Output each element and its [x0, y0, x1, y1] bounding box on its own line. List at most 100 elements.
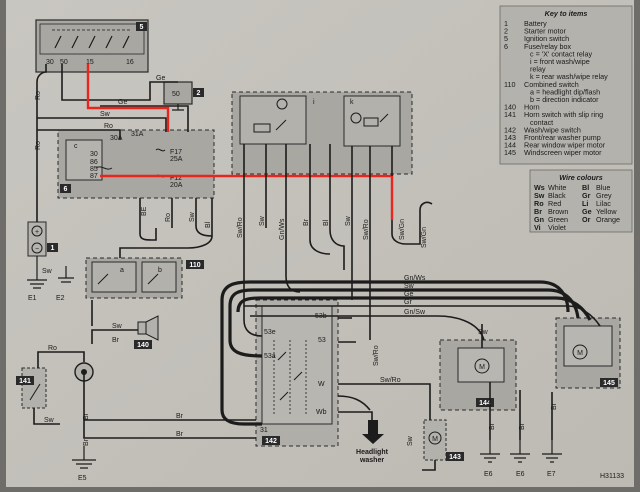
ground-e7: E7	[542, 440, 562, 478]
starter-motor: 2 50	[163, 81, 204, 111]
wl-ge-starter: Ge	[156, 75, 165, 82]
wl-br-144b: Br	[519, 422, 526, 430]
fuse-f12-rating: 20A	[170, 182, 183, 189]
wire-colour-code: Gr	[582, 191, 591, 200]
wl-sw-bus: Sw	[404, 283, 415, 290]
wl-br-horn: Br	[112, 337, 120, 344]
wire-colour-code: Ws	[534, 183, 545, 192]
relay-31a-label: 31A	[131, 131, 144, 138]
term-wb: Wb	[316, 409, 327, 416]
key-item-text: Fuse/relay box	[524, 42, 572, 51]
wl-sw-143: Sw	[407, 435, 414, 446]
headlight-washer: Headlight washer	[356, 420, 389, 464]
rear-wiper-motor: M 144	[439, 339, 517, 411]
wl-bl-87: Bl	[205, 221, 212, 228]
relay-c-label: c	[74, 143, 78, 150]
key-item-text: Combined switch	[524, 80, 579, 89]
wl-ge: Ge	[118, 99, 127, 106]
key-item-text: Ignition switch	[524, 34, 569, 43]
fuse-relay-box: c 30 86 85 87 30A 31A F17 25A F12 20A 6	[57, 129, 215, 199]
term-w: W	[318, 381, 325, 388]
wl-bl-col: Bl	[323, 219, 330, 226]
wire-colour-name: Violet	[548, 223, 566, 232]
relay-terminal-85: 85	[90, 166, 98, 173]
pump-m: M	[432, 436, 438, 443]
relay-terminal-87: 87	[90, 173, 98, 180]
horn: 140	[134, 315, 159, 349]
wire-colour-code: Or	[582, 215, 591, 224]
key-item-text: Starter motor	[524, 27, 567, 36]
fuse-f17-rating: 25A	[170, 156, 183, 163]
reference-code: H31133	[600, 473, 624, 480]
term-53: 53	[318, 337, 326, 344]
wire-colour-name: Green	[548, 215, 568, 224]
ground-e6b-label: E6	[516, 471, 525, 478]
key-item-text: b = direction indicator	[530, 95, 599, 104]
key-item-text: Windscreen wiper motor	[524, 148, 602, 157]
key-item-text: c = 'X' contact relay	[530, 49, 592, 58]
wire-colour-code: Ge	[582, 207, 592, 216]
wl-sw-gn-right: Sw/Gn	[421, 227, 428, 248]
component-number-2: 2	[197, 90, 201, 97]
component-number-144: 144	[479, 400, 491, 407]
wire-colour-code: Sw	[534, 191, 545, 200]
fuse-f12: F12	[170, 175, 182, 182]
ign-terminal-50: 50	[60, 59, 68, 66]
wl-sw-141: Sw	[44, 417, 55, 424]
ground-e7-label: E7	[547, 471, 556, 478]
ground-e1-label: E1	[28, 295, 37, 302]
wl-be-1: BE	[141, 206, 148, 216]
battery-minus: −	[35, 246, 39, 253]
wl-br-144a: Br	[489, 422, 496, 430]
key-item-number: 6	[504, 42, 508, 51]
key-item-number: 143	[504, 133, 516, 142]
starter-terminal-50: 50	[172, 91, 180, 98]
key-item-number: 140	[504, 103, 516, 112]
wl-sw-1: Sw	[259, 215, 266, 226]
wl-sw-fuse: Sw	[189, 211, 196, 222]
wire-colour-code: Li	[582, 199, 588, 208]
ground-e2-label: E2	[56, 295, 65, 302]
wl-sw-left: Sw	[100, 111, 111, 118]
switch-110-a: a	[120, 267, 124, 274]
wl-gn-sw: Gn/Sw	[404, 309, 426, 316]
key-item-text: Rear window wiper motor	[524, 141, 606, 150]
wl-br-col: Br	[303, 218, 310, 226]
wire-colour-name: Red	[548, 199, 561, 208]
headlight-washer-label-2: washer	[359, 457, 384, 464]
wl-ro-horn: Ro	[48, 345, 57, 352]
ground-e6-label: E6	[484, 471, 493, 478]
key-title: Key to items	[545, 9, 588, 18]
wiring	[33, 64, 601, 471]
wl-sw-ro-2: Sw/Ro	[363, 219, 370, 240]
ground-e1: E1	[27, 256, 47, 302]
wire-colour-name: Orange	[596, 215, 620, 224]
wl-sw-ro-142a: Sw/Ro	[373, 345, 380, 366]
wire-colour-code: Br	[534, 207, 542, 216]
relay-30a-label: 30A	[110, 135, 123, 142]
ign-terminal-16: 16	[126, 59, 134, 66]
wl-gn-ws: Gn/Ws	[404, 275, 426, 282]
key-item-text: a = headlight dip/flash	[530, 87, 600, 96]
wire-colour-code: Vi	[534, 223, 541, 232]
ground-e5-label: E5	[78, 475, 87, 482]
wl-ge-bus: Ge	[404, 291, 413, 298]
key-item-number: 141	[504, 110, 516, 119]
wire-label-sw-ground: Sw	[42, 268, 53, 275]
component-number-110: 110	[189, 262, 200, 269]
key-item-text: Horn switch with slip ring	[524, 110, 603, 119]
wl-sw-horn: Sw	[112, 323, 123, 330]
wire-colour-name: Black	[548, 191, 566, 200]
wire-colour-code: Gn	[534, 215, 544, 224]
wire-colour-name: Lilac	[596, 199, 611, 208]
key-item-text: k = rear wash/wipe relay	[530, 72, 608, 81]
wire-colour-name: Brown	[548, 207, 568, 216]
relay-k-label: k	[350, 99, 354, 106]
component-number-143: 143	[449, 454, 461, 461]
component-number-140: 140	[137, 342, 149, 349]
wl-br-e5a: Br	[83, 412, 90, 420]
